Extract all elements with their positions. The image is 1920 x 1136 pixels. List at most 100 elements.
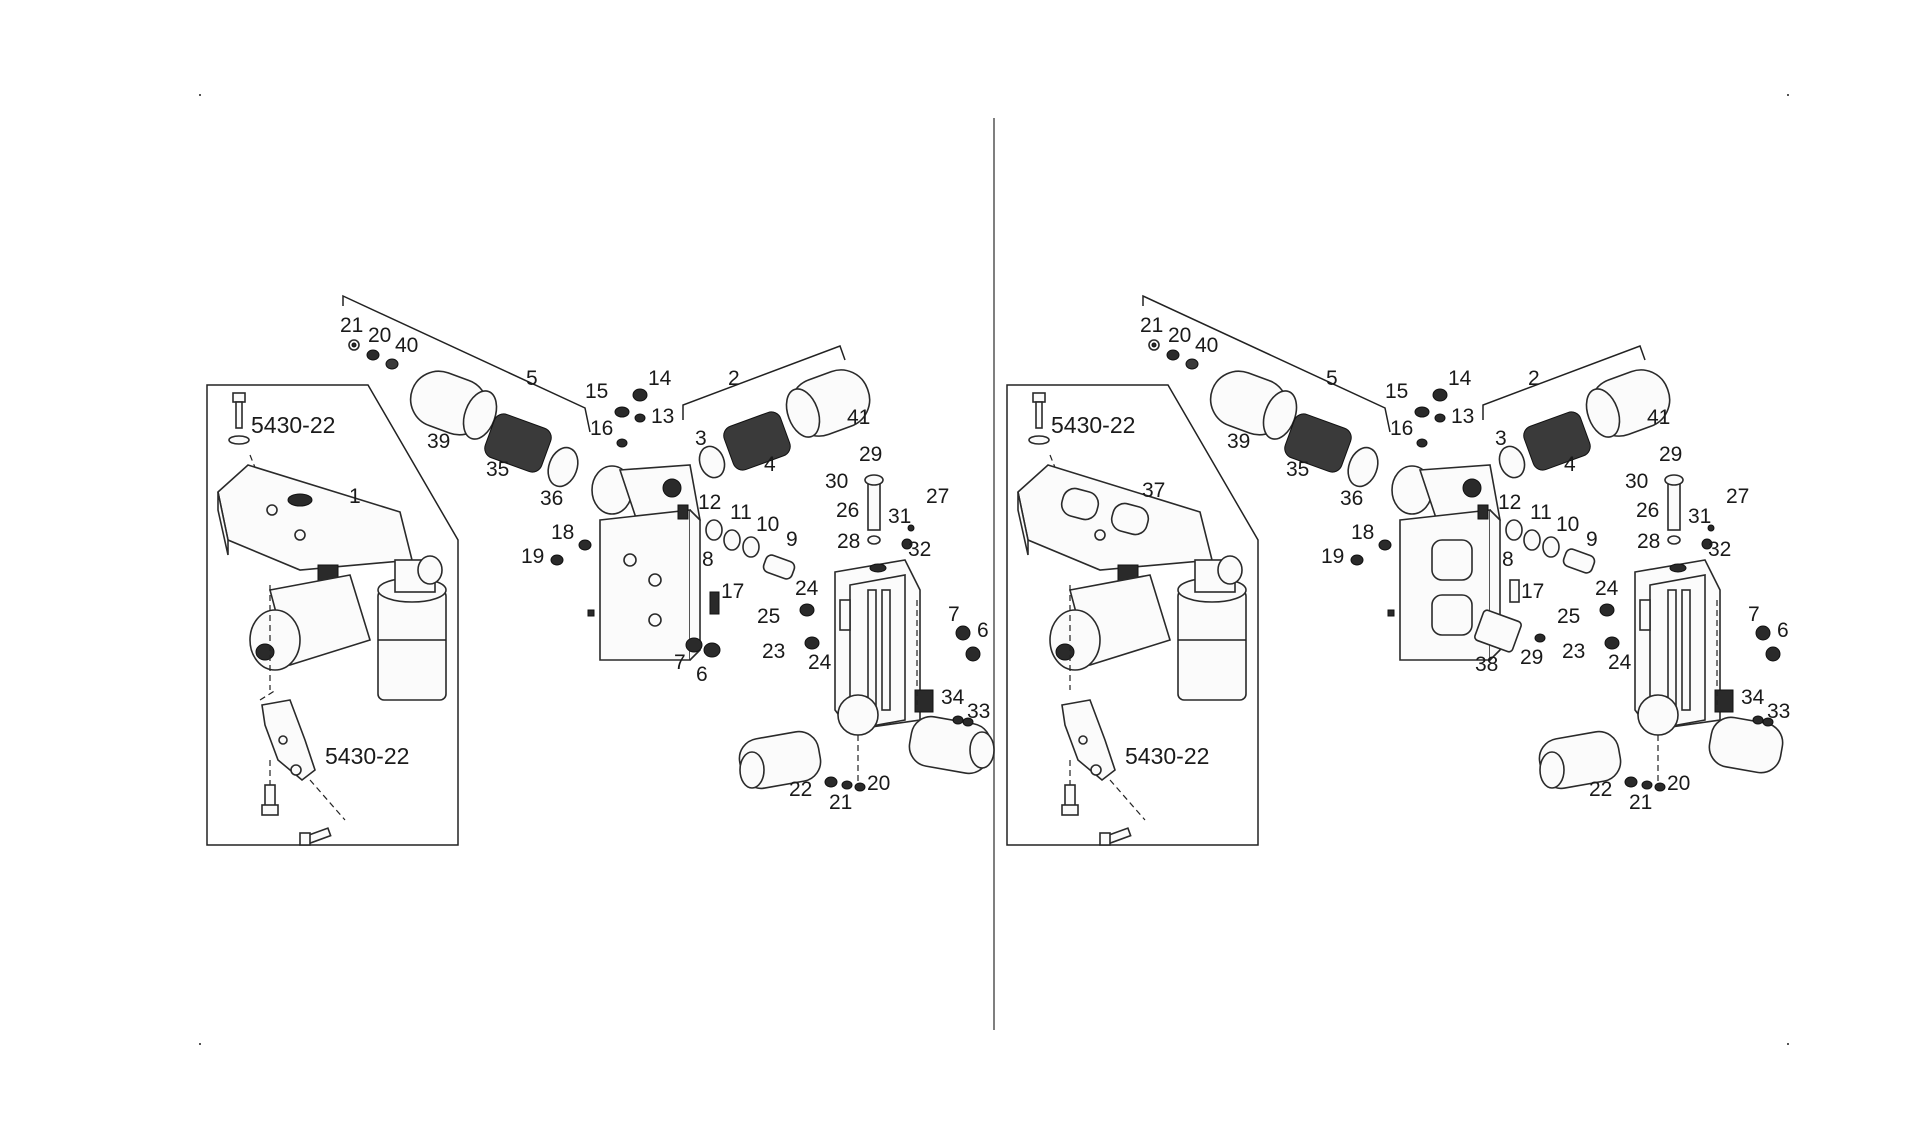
callout: 9 xyxy=(786,528,798,551)
callout: 26 xyxy=(836,499,859,522)
callout: 16 xyxy=(590,417,613,440)
group-bracket-5 xyxy=(1142,294,1391,433)
callout: 34 xyxy=(1741,686,1765,709)
filter-element-39 xyxy=(1209,370,1298,440)
callout: 27 xyxy=(1726,485,1749,508)
o-ring-3 xyxy=(1498,445,1526,479)
callout: 39 xyxy=(427,430,450,453)
callout: 27 xyxy=(926,485,949,508)
left-panel: 21 20 40 5 15 14 13 2 41 39 35 16 3 4 36… xyxy=(206,294,995,846)
washer-stack-top xyxy=(1148,339,1199,370)
callout: 6 xyxy=(977,619,989,642)
callout: 6 xyxy=(696,663,708,686)
o-ring-36 xyxy=(547,446,579,488)
filter-element-41 xyxy=(1585,369,1671,438)
callout: 40 xyxy=(395,334,418,357)
page-frame xyxy=(199,94,1789,1045)
callout: 41 xyxy=(1647,406,1670,429)
group-bracket-2 xyxy=(1482,345,1646,420)
callout: 7 xyxy=(948,603,960,626)
filter-insert-35 xyxy=(1284,413,1352,473)
inset-box xyxy=(206,384,459,846)
callout: 21 xyxy=(1629,791,1652,814)
callout: 8 xyxy=(702,548,714,571)
callout: 25 xyxy=(1557,605,1580,628)
valve-block-assembly xyxy=(1538,474,1784,792)
callout: 6 xyxy=(1777,619,1789,642)
callout: 12 xyxy=(1498,491,1521,514)
callout: 28 xyxy=(837,530,860,553)
callout: 31 xyxy=(1688,505,1711,528)
filter-element-41 xyxy=(785,369,871,438)
callout: 39 xyxy=(1227,430,1250,453)
callout: 24 xyxy=(1608,651,1632,674)
callout: 33 xyxy=(1767,700,1790,723)
inset-box xyxy=(1006,384,1259,846)
callout: 31 xyxy=(888,505,911,528)
callout: 4 xyxy=(764,453,776,476)
filter-insert-4 xyxy=(723,411,791,471)
callout: 20 xyxy=(1667,772,1690,795)
callout: 32 xyxy=(1708,538,1731,561)
callout-labels-left: 21 20 40 5 15 14 13 2 41 39 35 16 3 4 36… xyxy=(251,314,990,814)
callout: 24 xyxy=(808,651,832,674)
callout: 37 xyxy=(1142,479,1165,502)
callout: 20 xyxy=(1168,324,1191,347)
callout: 1 xyxy=(349,485,361,508)
mount-bolt-top xyxy=(228,392,250,445)
callout: 7 xyxy=(674,651,686,674)
callout: 26 xyxy=(1636,499,1659,522)
callout-labels-right: 21 20 40 5 15 14 13 2 41 39 35 16 3 4 36… xyxy=(1051,314,1790,814)
callout: 10 xyxy=(1556,513,1579,536)
callout: 17 xyxy=(721,580,744,603)
o-ring-36 xyxy=(1347,446,1379,488)
callout: 35 xyxy=(486,458,509,481)
callout: 5 xyxy=(1326,367,1338,390)
group-bracket-2 xyxy=(682,345,846,420)
callout: 2 xyxy=(728,367,740,390)
callout: 7 xyxy=(1748,603,1760,626)
filter-head-block xyxy=(1387,464,1501,661)
group-bracket-5 xyxy=(342,294,591,433)
small-fittings-head xyxy=(1350,388,1596,603)
callout: 18 xyxy=(1351,521,1374,544)
callout: 20 xyxy=(867,772,890,795)
mount-bolt-bottom xyxy=(1061,784,1132,846)
callout: 21 xyxy=(340,314,363,337)
mount-bracket xyxy=(261,699,316,782)
reference-label: 5430-22 xyxy=(1051,412,1135,438)
callout: 19 xyxy=(1321,545,1344,568)
mount-bolt-top xyxy=(1028,392,1050,445)
callout: 3 xyxy=(1495,427,1507,450)
valve-block-assembly xyxy=(738,474,995,792)
callout: 29 xyxy=(1659,443,1682,466)
callout: 21 xyxy=(1140,314,1163,337)
callout: 3 xyxy=(695,427,707,450)
callout: 40 xyxy=(1195,334,1218,357)
callout: 24 xyxy=(1595,577,1619,600)
callout: 4 xyxy=(1564,453,1576,476)
callout: 35 xyxy=(1286,458,1309,481)
callout: 41 xyxy=(847,406,870,429)
reference-label: 5430-22 xyxy=(325,743,409,769)
reference-label: 5430-22 xyxy=(251,412,335,438)
callout: 32 xyxy=(908,538,931,561)
filter-head-block xyxy=(587,464,701,661)
filter-element-39 xyxy=(409,370,498,440)
callout: 12 xyxy=(698,491,721,514)
callout: 14 xyxy=(1448,367,1472,390)
filter-insert-4 xyxy=(1523,411,1591,471)
right-panel: 21 20 40 5 15 14 13 2 41 39 35 16 3 4 36… xyxy=(1006,294,1790,846)
callout: 28 xyxy=(1637,530,1660,553)
callout: 36 xyxy=(1340,487,1363,510)
callout: 2 xyxy=(1528,367,1540,390)
reference-label: 5430-22 xyxy=(1125,743,1209,769)
callout: 14 xyxy=(648,367,672,390)
cover-plate-38 xyxy=(1474,609,1522,653)
callout: 30 xyxy=(825,470,848,493)
callout: 11 xyxy=(730,501,752,524)
small-fittings-head xyxy=(550,388,796,658)
callout: 29 xyxy=(859,443,882,466)
callout: 30 xyxy=(1625,470,1648,493)
callout: 36 xyxy=(540,487,563,510)
